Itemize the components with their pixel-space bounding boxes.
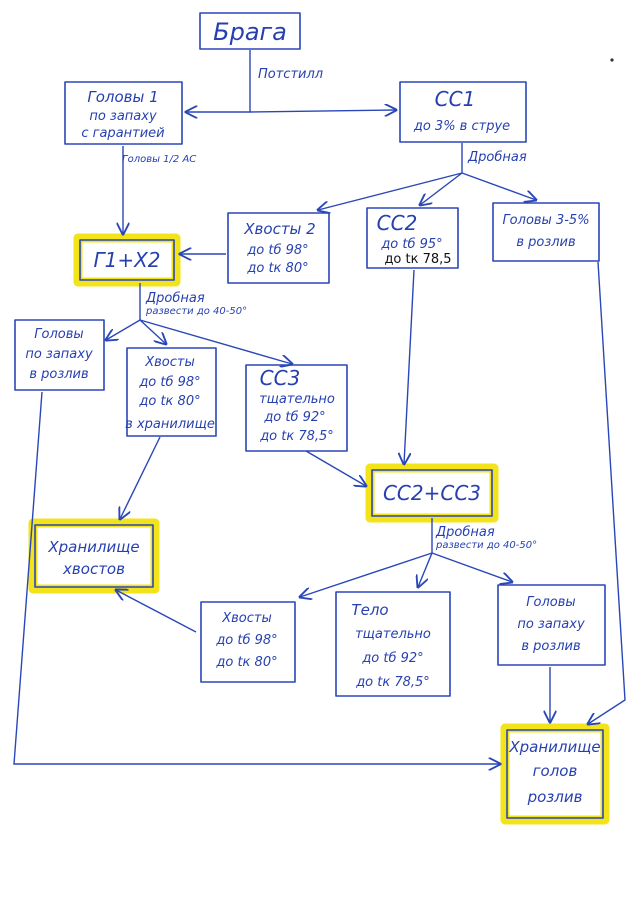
braga-label: Брага	[213, 18, 287, 46]
tails-store-line1: Хвосты	[144, 355, 195, 370]
storage-heads-line2: голов	[533, 762, 578, 780]
tails-store-line3: до tк 80°	[138, 394, 200, 409]
node-cc1: СС1 до 3% в струе	[399, 81, 527, 143]
cc3-line1: СС3	[260, 366, 301, 390]
edge-cc3-to-cc2cc3	[305, 450, 366, 486]
storage-tails-line2: хвостов	[62, 560, 125, 578]
edge-cc1-to-cc2	[420, 172, 463, 205]
cc2-line1: СС2	[377, 211, 418, 235]
tails-final-line3: до tк 80°	[215, 655, 277, 670]
storage-heads-highlight	[500, 723, 610, 825]
edge-heads35-to-storage	[588, 261, 626, 724]
heads-final-line3: в розлив	[521, 639, 580, 654]
heads35-line1: Головы 3-5%	[502, 213, 589, 228]
heads-final-line1: Головы	[526, 595, 575, 610]
razvesti-2-label: развести до 40-50°	[145, 306, 247, 317]
edge-g1x2-to-heads-smell	[106, 319, 141, 340]
tails2-line2: до tб 98°	[246, 243, 308, 258]
g1x2-highlight	[73, 233, 181, 287]
edge-cc2cc3-to-tails-final	[300, 552, 433, 597]
heads-final-line2: по запаху	[517, 617, 585, 632]
node-heads35: Головы 3-5% в розлив	[492, 202, 600, 262]
tails-final-line1: Хвосты	[221, 611, 272, 626]
node-tails2: Хвосты 2 до tб 98° до tк 80°	[227, 212, 330, 284]
cc1-line2: до 3% в струе	[413, 119, 510, 134]
heads1-line3: с гарантией	[81, 126, 164, 141]
edge-tails-final-to-storage	[116, 590, 197, 633]
edge-cc2cc3-to-body-final	[418, 552, 433, 587]
body-final-line3: до tб 92°	[361, 651, 423, 666]
body-final-line4: до tк 78,5°	[355, 675, 430, 690]
edge-cc1-to-heads35	[461, 172, 536, 200]
body-final-line1: Тело	[351, 601, 388, 619]
drobnaya-2-label: Дробная	[145, 291, 205, 306]
stray-dot	[610, 58, 614, 62]
tails2-line3: до tк 80°	[246, 261, 308, 276]
razvesti-3-label: развести до 40-50°	[435, 540, 537, 551]
tails2-line1: Хвосты 2	[243, 220, 315, 238]
heads-smell-line2: по запаху	[25, 347, 93, 362]
node-cc2: СС2 до tб 95° до tк 78,5	[366, 207, 459, 269]
tails-store-line2: до tб 98°	[138, 375, 200, 390]
heads-smell-line3: в розлив	[29, 367, 88, 382]
node-body-final: Тело тщательно до tб 92° до tк 78,5°	[335, 591, 451, 697]
storage-heads-line1: Хранилище	[508, 738, 600, 756]
node-storage-heads: Хранилище голов розлив	[506, 729, 604, 819]
edge-split-to-cc1	[249, 110, 396, 112]
heads-half-ac-label: Головы 1/2 АС	[122, 154, 196, 165]
node-heads-final: Головы по запаху в розлив	[497, 584, 606, 666]
edge-cc2-to-cc2cc3	[404, 269, 415, 464]
heads35-line2: в розлив	[516, 235, 575, 250]
node-tails-store: Хвосты до tб 98° до tк 80° в хранилище	[125, 347, 217, 437]
storage-tails-line1: Хранилище	[47, 538, 139, 556]
cc2cc3-label: СС2+СС3	[383, 481, 481, 505]
tails-store-line4: в хранилище	[125, 417, 215, 432]
cc3-line2: тщательно	[259, 392, 335, 407]
cc2-line2: до tб 95°	[380, 237, 442, 252]
edge-cc2cc3-to-heads-final	[431, 552, 512, 582]
node-tails-final: Хвосты до tб 98° до tк 80°	[200, 601, 296, 683]
cc3-line4: до tк 78,5°	[259, 429, 334, 444]
node-cc3: СС3 тщательно до tб 92° до tк 78,5°	[245, 364, 348, 452]
potstill-label: Потстилл	[258, 67, 323, 82]
edge-g1x2-to-cc3	[139, 319, 292, 364]
cc3-line3: до tб 92°	[263, 410, 325, 425]
node-braga: Брага	[199, 12, 301, 50]
heads1-line2: по запаху	[89, 109, 157, 124]
body-final-line2: тщательно	[355, 627, 431, 642]
node-heads-smell: Головы по запаху в розлив	[14, 319, 105, 391]
edge-heads-smell-to-storage	[13, 391, 500, 764]
storage-heads-line3: розлив	[527, 788, 583, 806]
node-storage-tails: Хранилище хвостов	[34, 524, 154, 588]
node-heads1: Головы 1 по запаху с гарантией	[64, 81, 183, 145]
drobnaya-1-label: Дробная	[467, 150, 527, 165]
edge-tails-store-to-storage	[120, 436, 161, 519]
edge-g1x2-to-tails-store	[139, 319, 166, 344]
heads-smell-line1: Головы	[34, 327, 83, 342]
edge-cc1-to-tails2	[318, 172, 463, 210]
drobnaya-3-label: Дробная	[435, 525, 495, 540]
tails-final-line2: до tб 98°	[215, 633, 277, 648]
node-cc2cc3: СС2+СС3	[371, 469, 493, 517]
heads1-line1: Головы 1	[87, 88, 158, 106]
cc1-line1: СС1	[435, 87, 476, 111]
g1x2-label: Г1+Х2	[93, 248, 160, 272]
node-g1x2: Г1+Х2	[79, 239, 175, 281]
cc2-extra: до tк 78,5	[384, 252, 451, 267]
storage-tails-highlight	[28, 518, 160, 594]
